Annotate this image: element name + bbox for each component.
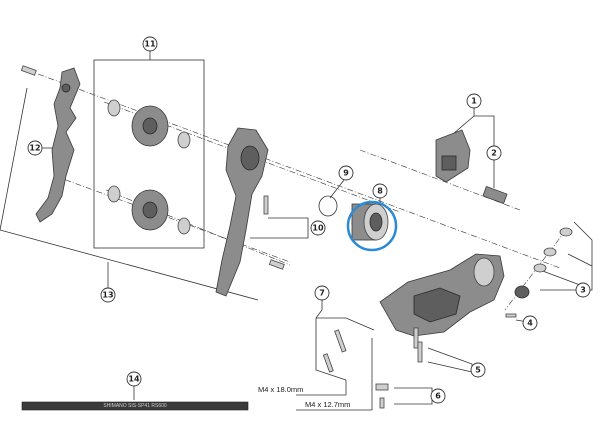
cable-housing-print: SHIMANO SIS-SP41 RS600 [103, 403, 167, 409]
callout-6: 6 [430, 388, 446, 404]
callout-9-number: 9 [343, 169, 349, 178]
callout-6-number: 6 [435, 392, 441, 401]
callout-4: 4 [522, 315, 538, 331]
callout-4-number: 4 [527, 319, 533, 328]
callout-7: 7 [314, 285, 330, 301]
adjust-bolt [482, 186, 508, 204]
bushing-part [351, 203, 389, 241]
callout-13-number: 13 [102, 291, 113, 300]
callout-13: 13 [100, 287, 116, 303]
inner-plate [35, 67, 81, 223]
leader-lines [0, 51, 593, 411]
tension-pulley [107, 185, 191, 235]
callout-2: 2 [486, 145, 502, 161]
snap-ring [318, 195, 338, 217]
callout-11-number: 11 [144, 40, 156, 49]
callout-9: 9 [338, 165, 354, 181]
callout-10-number: 10 [312, 224, 324, 233]
callout-12-number: 12 [29, 144, 40, 153]
callout-1-number: 1 [471, 97, 477, 106]
guide-pulley [107, 99, 191, 149]
callout-14-number: 14 [128, 375, 140, 384]
callout-10: 10 [310, 220, 326, 236]
callout-3: 3 [575, 282, 591, 298]
washer-stack [514, 227, 573, 299]
callout-8: 8 [372, 183, 388, 199]
spec-m4-18: M4 x 18.0mm [258, 385, 303, 394]
callout-2-number: 2 [491, 149, 497, 158]
callout-7-number: 7 [319, 289, 325, 298]
callout-11: 11 [142, 36, 158, 52]
highlight-ring [346, 200, 398, 252]
callout-5: 5 [470, 362, 486, 378]
callout-3-number: 3 [580, 286, 586, 295]
callout-14: 14 [126, 371, 142, 387]
outer-plate [215, 127, 269, 297]
cable-housing: SHIMANO SIS-SP41 RS600 [21, 401, 249, 411]
callout-12: 12 [27, 140, 43, 156]
callout-5-number: 5 [475, 366, 481, 375]
spec-m4-12-7: M4 x 12.7mm [305, 400, 350, 409]
callout-1: 1 [466, 93, 482, 109]
pulley-group-box [93, 59, 205, 249]
callout-8-number: 8 [377, 187, 383, 196]
